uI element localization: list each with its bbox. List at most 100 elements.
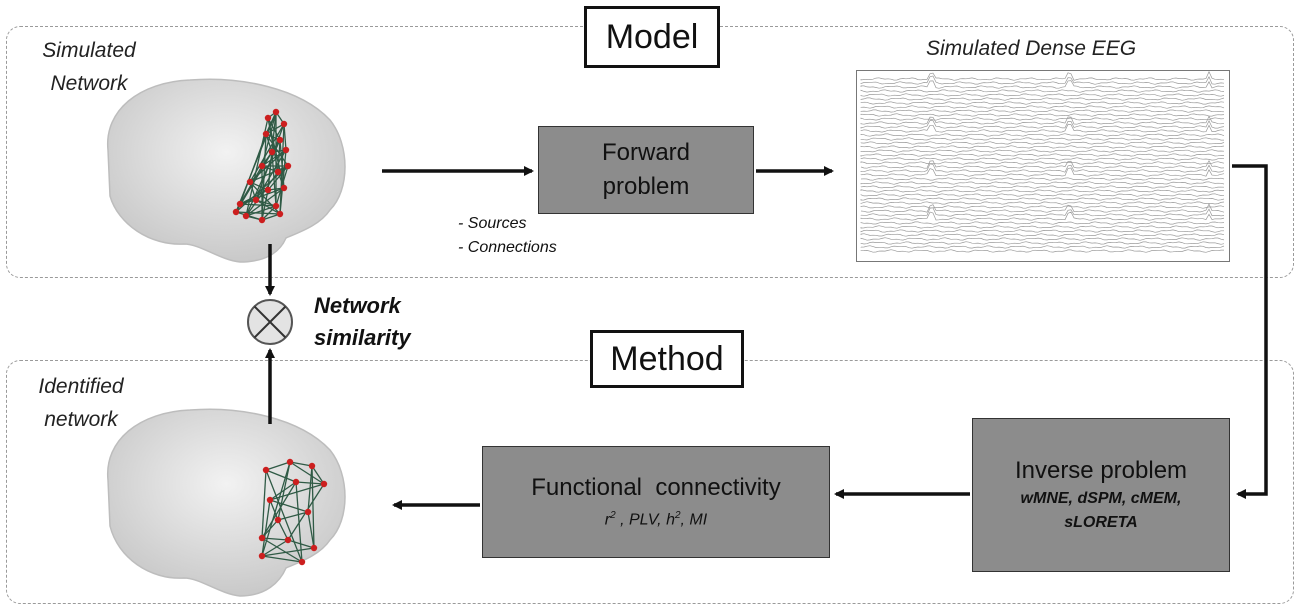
network-edge	[277, 511, 309, 521]
network-edge	[289, 461, 313, 467]
network-edge	[255, 149, 287, 201]
circle-times-icon	[247, 299, 293, 345]
measure-sup-1: 2	[610, 509, 616, 521]
forward-inputs: - Sources - Connections	[458, 212, 557, 260]
eeg-trace	[860, 115, 1225, 125]
eeg-trace	[860, 245, 1225, 249]
connectivity-measures: r2 , PLV, h2, MI	[605, 504, 707, 532]
network-node	[252, 196, 260, 204]
forward-line-1: Forward	[601, 139, 691, 166]
network-node	[268, 148, 276, 156]
network-node	[284, 536, 292, 544]
eeg-trace	[860, 193, 1225, 197]
network-edge	[245, 205, 277, 217]
flow-arrows	[265, 164, 1268, 510]
network-node	[258, 534, 266, 542]
functional-connectivity-box: Functional connectivity r2 , PLV, h2, MI	[482, 446, 830, 558]
eeg-trace	[860, 203, 1225, 213]
measure-part-1: r	[604, 511, 611, 529]
network-edge	[307, 511, 315, 549]
network-edge	[261, 499, 271, 557]
network-node	[266, 496, 274, 504]
network-edge	[261, 547, 315, 557]
network-edge	[239, 203, 277, 207]
eeg-trace	[860, 153, 1225, 157]
network-node	[310, 544, 318, 552]
network-edge	[261, 481, 297, 539]
network-similarity-label: Network similarity	[314, 290, 411, 354]
method-title: Method	[590, 330, 744, 388]
simulated-network-label: Simulated Network	[34, 34, 144, 100]
network-node	[298, 558, 306, 566]
network-edge	[295, 481, 325, 485]
brain-with-network-icon	[107, 408, 346, 597]
identified-network-line-1: Identified	[38, 375, 124, 398]
network-edge	[261, 537, 303, 563]
identified-network-line-2: network	[44, 408, 118, 431]
network-edge	[311, 465, 325, 485]
eeg-trace	[860, 75, 1225, 85]
input-sources: - Sources	[458, 215, 527, 232]
eeg-trace	[860, 241, 1225, 245]
network-edge	[249, 123, 285, 183]
network-edge	[265, 469, 303, 563]
network-edge	[235, 211, 281, 215]
eeg-trace	[860, 119, 1225, 129]
network-node	[232, 208, 240, 216]
network-edge	[261, 519, 279, 539]
network-edge	[295, 481, 303, 563]
simulated-network-line-1: Simulated	[42, 39, 136, 62]
eeg-traces	[860, 70, 1225, 253]
eeg-trace	[860, 157, 1225, 161]
network-node	[284, 162, 292, 170]
eeg-trace	[860, 97, 1225, 101]
inverse-methods-1: wMNE, dSPM, cMEM,	[1020, 490, 1182, 507]
eeg-trace	[860, 101, 1225, 105]
eeg-trace	[860, 229, 1224, 233]
network-edge	[261, 555, 303, 563]
network-node	[276, 136, 284, 144]
network-node	[280, 120, 288, 128]
network-node	[258, 552, 266, 560]
network-node	[264, 186, 272, 194]
forward-problem-box: Forward problem	[538, 126, 754, 214]
eeg-trace	[860, 205, 1225, 209]
network-edge	[265, 133, 289, 167]
functional-title: Functional connectivity	[531, 473, 781, 501]
network-node	[286, 458, 294, 466]
network-edge	[269, 499, 309, 513]
network-edge	[265, 123, 285, 135]
network-node	[292, 478, 300, 486]
eeg-trace	[860, 145, 1225, 149]
eeg-trace	[860, 249, 1224, 253]
network-edge	[269, 499, 279, 521]
measure-part-3: , MI	[680, 511, 708, 529]
eeg-trace	[860, 197, 1225, 201]
eeg-trace	[860, 123, 1225, 133]
network-edge	[287, 539, 315, 549]
eeg-trace	[860, 189, 1224, 193]
network-node	[262, 130, 270, 138]
network-edge	[245, 187, 285, 217]
network-edge	[261, 537, 289, 541]
network-similarity-line-1: Network	[314, 293, 401, 318]
eeg-trace	[860, 149, 1225, 153]
eeg-trace	[860, 167, 1225, 177]
eeg-trace	[860, 133, 1225, 137]
network-node	[274, 168, 282, 176]
brain-with-network-icon	[107, 78, 346, 263]
network-edge	[261, 149, 287, 167]
forward-line-2: problem	[602, 173, 690, 200]
eeg-trace	[860, 93, 1225, 97]
network-node	[258, 162, 266, 170]
network-node	[282, 146, 290, 154]
network-edge	[307, 465, 313, 513]
eeg-trace	[860, 225, 1224, 229]
simulated-eeg-plot	[856, 70, 1230, 262]
eeg-trace	[860, 117, 1225, 121]
eeg-trace	[860, 70, 1225, 81]
network-node	[246, 178, 254, 186]
eeg-trace	[860, 159, 1225, 169]
network-edge	[265, 461, 291, 471]
